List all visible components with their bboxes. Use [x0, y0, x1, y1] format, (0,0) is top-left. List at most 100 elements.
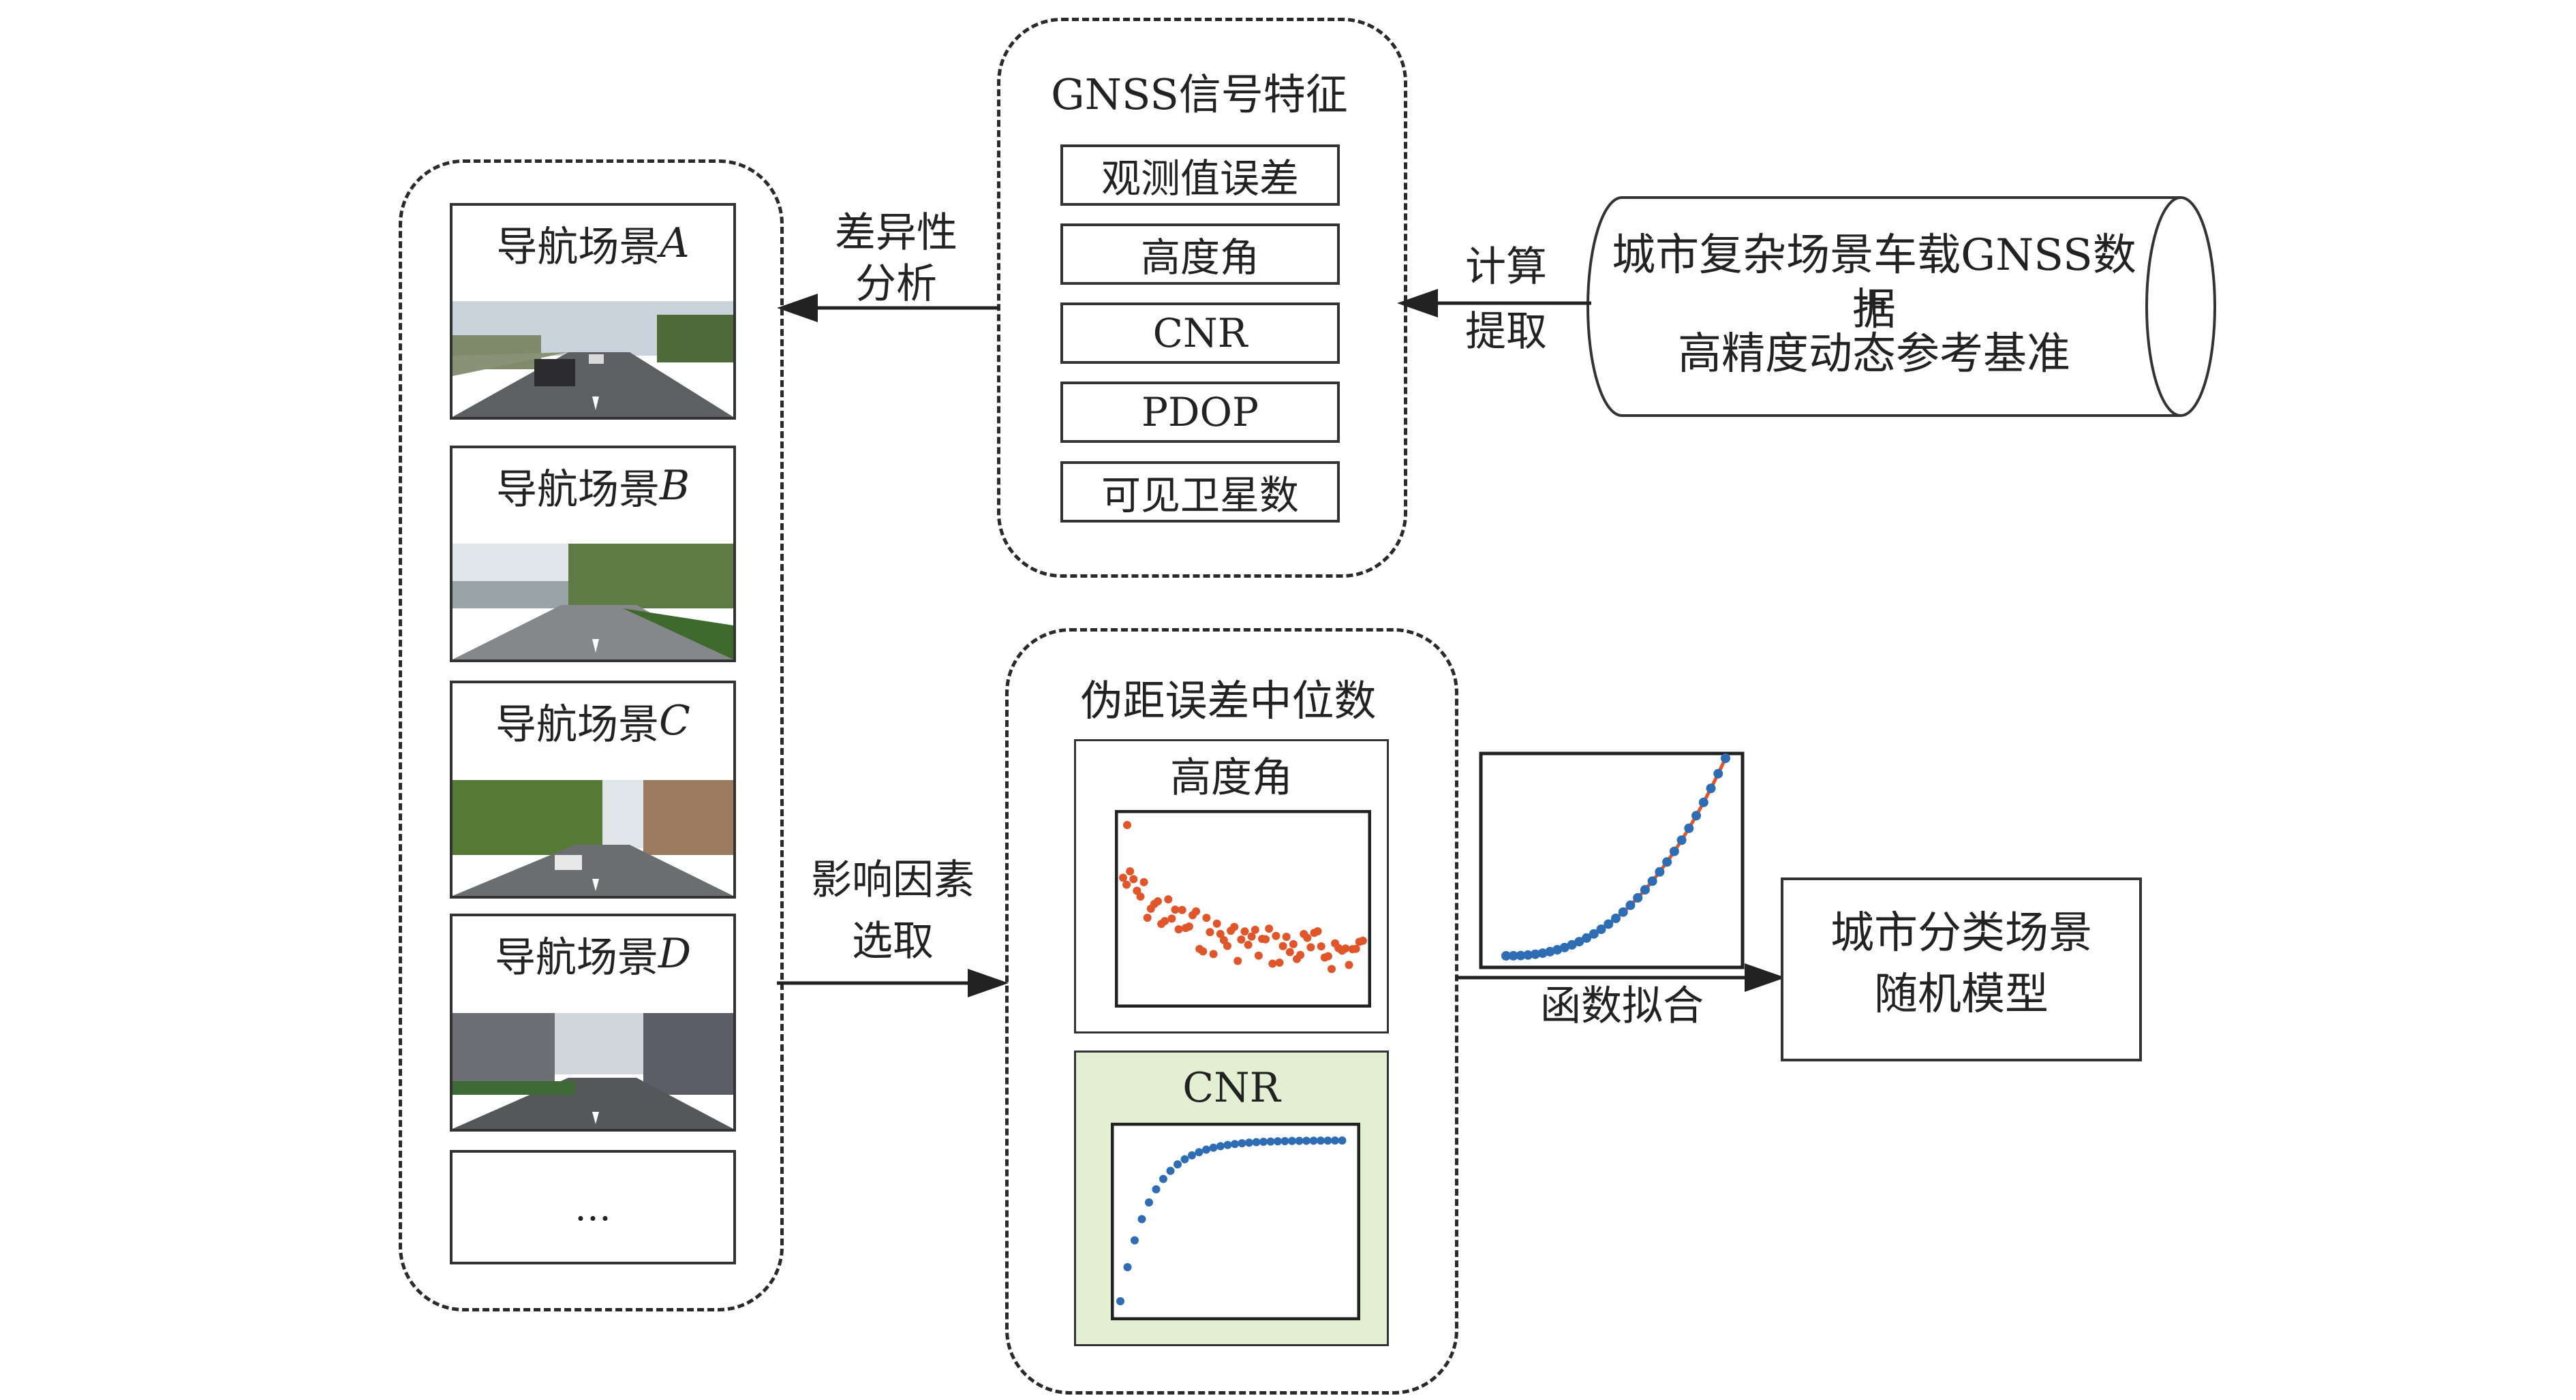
- elevation-point: [1341, 944, 1350, 953]
- cnr-point: [1188, 1151, 1196, 1160]
- elevation-point: [1164, 895, 1173, 904]
- elevation-point: [1192, 907, 1201, 916]
- arrow-function-fitting: [1455, 963, 1785, 992]
- scene-d-photo: [453, 1013, 733, 1129]
- data-source-plus: +: [1858, 281, 1890, 324]
- fit-point: [1537, 948, 1548, 959]
- cnr-point: [1252, 1138, 1261, 1147]
- fit-point: [1662, 857, 1672, 867]
- elevation-point: [1268, 959, 1277, 968]
- elevation-point: [1306, 943, 1315, 952]
- elevation-point: [1126, 867, 1135, 875]
- scene-more-ellipsis: …: [574, 1185, 611, 1229]
- cnr-point: [1209, 1143, 1218, 1152]
- elevation-point: [1272, 931, 1281, 940]
- pseudorange-group: [1005, 628, 1458, 1395]
- fit-point: [1633, 892, 1643, 903]
- cnr-point: [1116, 1297, 1124, 1305]
- elevation-point: [1161, 916, 1169, 925]
- cnr-plot-title: CNR: [1182, 1064, 1281, 1112]
- fit-point: [1640, 885, 1650, 895]
- fit-point: [1647, 876, 1657, 886]
- cnr-point: [1309, 1136, 1318, 1145]
- gnss-features-group: [997, 18, 1407, 578]
- cnr-point: [1231, 1140, 1239, 1149]
- cnr-point: [1166, 1166, 1175, 1175]
- elevation-point: [1285, 948, 1294, 956]
- fit-point: [1552, 945, 1563, 955]
- arrow-diff-label2: 分析: [855, 260, 937, 308]
- result-line2: 随机模型: [1874, 969, 2049, 1020]
- fit-point: [1567, 939, 1577, 950]
- scene-c-letter: C: [659, 697, 690, 745]
- cnr-point: [1180, 1155, 1189, 1164]
- scene-a-photo: [453, 301, 733, 417]
- elevation-scatter-plot: [1115, 810, 1371, 1008]
- elevation-point: [1323, 952, 1332, 961]
- elevation-point: [1178, 905, 1186, 914]
- arrow-fit-label: 函数拟合: [1540, 982, 1704, 1030]
- fit-point: [1596, 924, 1606, 935]
- cnr-point: [1137, 1215, 1146, 1224]
- arrow-compute-extract: [1397, 289, 1591, 317]
- cnr-point: [1331, 1136, 1339, 1145]
- arrow-factor-selection: [777, 969, 1009, 997]
- scene-b-prefix: 导航场景: [495, 465, 660, 514]
- cnr-point: [1152, 1185, 1161, 1194]
- fit-point: [1713, 768, 1723, 779]
- cnr-point: [1259, 1138, 1268, 1147]
- elevation-point: [1317, 942, 1325, 951]
- fit-point: [1721, 753, 1730, 763]
- cnr-point: [1223, 1140, 1232, 1149]
- scene-a-letter: A: [660, 219, 690, 267]
- data-source-line2: 高精度动态参考基准: [1678, 329, 2070, 379]
- fit-point: [1523, 950, 1533, 960]
- fit-point: [1559, 942, 1569, 952]
- fit-point: [1698, 797, 1708, 807]
- cnr-point: [1202, 1145, 1210, 1154]
- elevation-point: [1237, 935, 1246, 944]
- feature-pdop: PDOP: [1060, 382, 1340, 443]
- elevation-point: [1154, 897, 1162, 905]
- data-source-cylinder: [1586, 196, 2216, 417]
- arrow-compute-label2: 提取: [1465, 308, 1547, 356]
- cnr-point: [1338, 1136, 1347, 1145]
- fit-point: [1611, 914, 1621, 924]
- feature-elevation-angle: 高度角: [1060, 223, 1340, 285]
- cnr-point: [1245, 1138, 1253, 1147]
- scene-b-photo: [453, 544, 733, 659]
- cnr-point: [1281, 1136, 1289, 1145]
- function-fit-plot: [1479, 751, 1745, 969]
- elevation-point: [1265, 924, 1274, 933]
- elevation-point: [1167, 914, 1176, 923]
- scene-d-letter: D: [658, 930, 692, 978]
- elevation-scatter-points: [1119, 821, 1367, 974]
- elevation-point: [1123, 821, 1131, 829]
- elevation-point: [1328, 965, 1336, 974]
- scene-c-photo: [453, 780, 733, 896]
- elevation-point: [1247, 932, 1256, 941]
- result-box: [1781, 877, 2142, 1061]
- elevation-point: [1351, 944, 1360, 953]
- data-source-line1: 城市复杂场景车载GNSS数据: [1612, 230, 2136, 335]
- arrow-difference-analysis: [777, 294, 998, 322]
- elevation-point: [1282, 933, 1291, 942]
- cnr-point: [1295, 1136, 1304, 1145]
- elevation-point: [1139, 877, 1148, 886]
- arrow-select-label1: 影响因素: [811, 856, 975, 904]
- elevation-point: [1289, 939, 1298, 948]
- elevation-point: [1233, 956, 1242, 965]
- navigation-scenes-group: [399, 159, 784, 1311]
- elevation-point: [1129, 875, 1138, 884]
- feature-visible-satellites: 可见卫星数: [1060, 461, 1340, 523]
- elevation-point: [1206, 928, 1214, 937]
- elevation-point: [1223, 942, 1231, 950]
- elevation-point: [1254, 951, 1263, 960]
- elevation-point: [1171, 905, 1180, 914]
- cnr-scatter-points: [1116, 1136, 1347, 1305]
